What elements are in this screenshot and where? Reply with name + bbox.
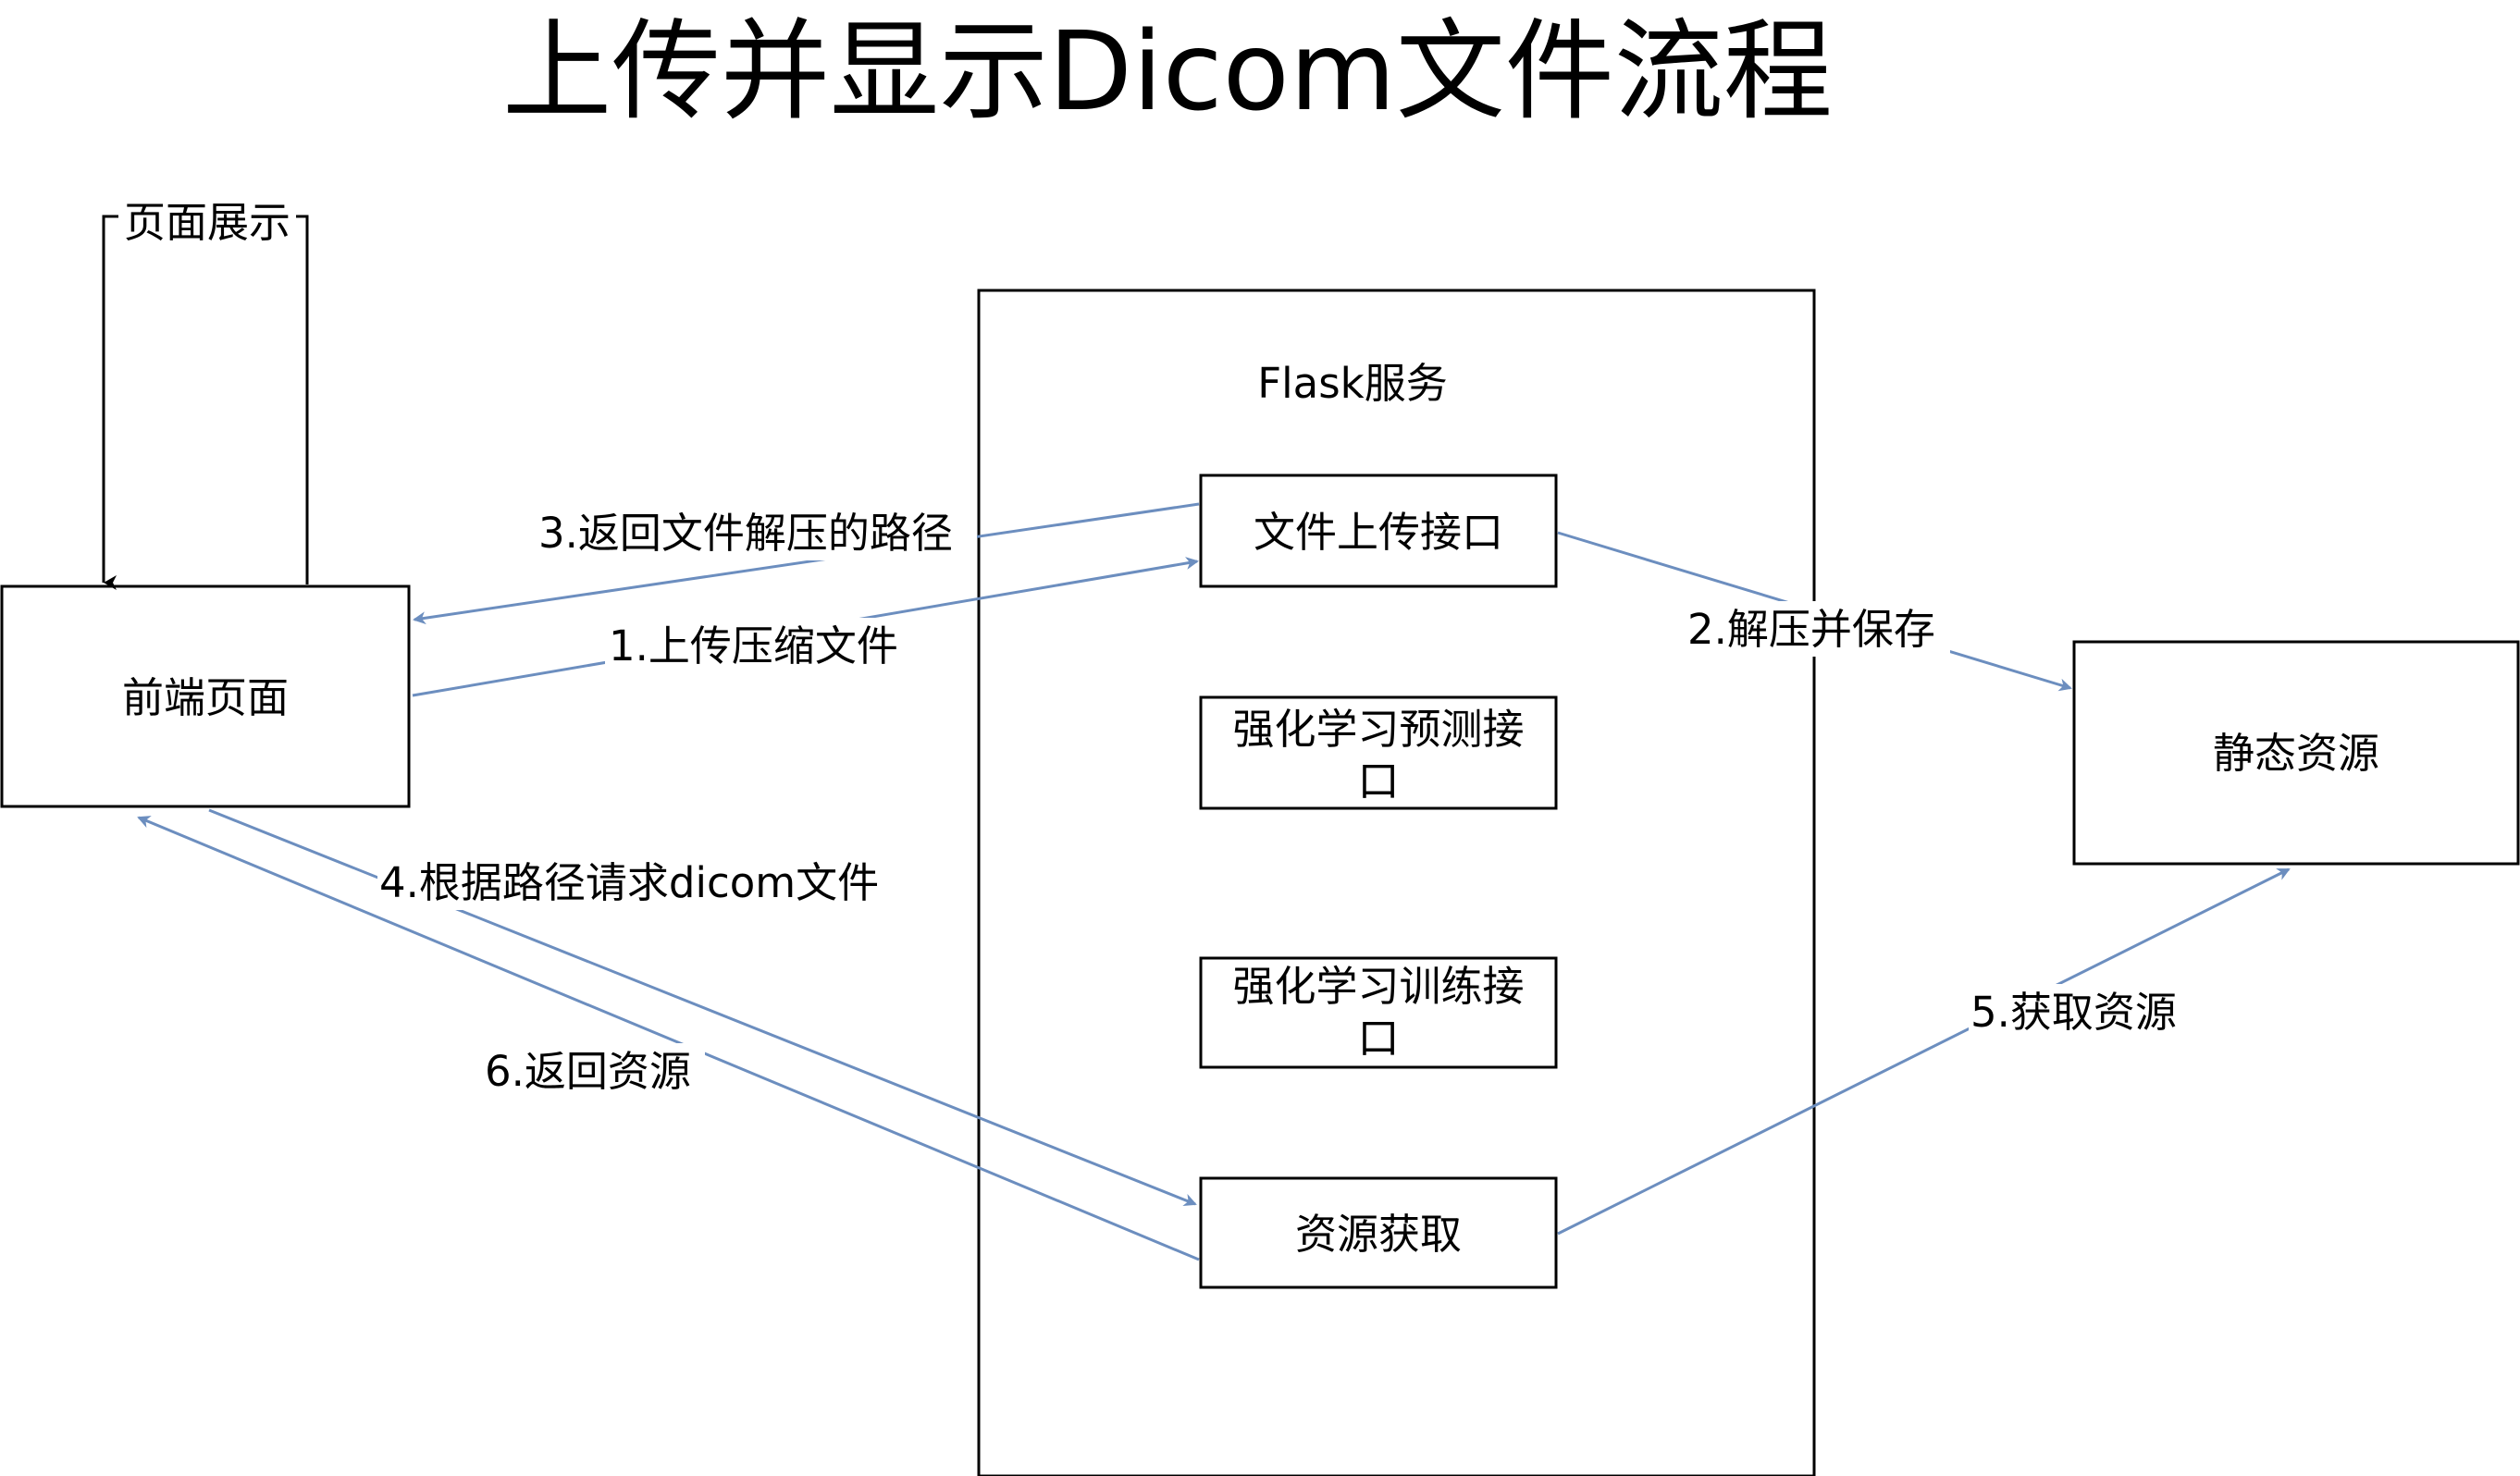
- step3-label: 3.返回文件解压的路径: [538, 509, 953, 558]
- diagram-title: 上传并显示Dicom文件流程: [502, 7, 1833, 135]
- upload-api-label: 文件上传接口: [1254, 508, 1503, 557]
- step4-label: 4.根据路径请求dicom文件: [379, 858, 879, 907]
- step3-arrow: [413, 502, 1200, 625]
- rl-predict-api-label-line1: 强化学习预测接: [1232, 705, 1524, 754]
- rl-train-api-label-line1: 强化学习训练接: [1232, 962, 1524, 1011]
- step4-arrow: [208, 808, 1197, 1207]
- step4-label-bg: [377, 855, 894, 910]
- rl-predict-api-box: [1199, 695, 1558, 810]
- step6-arrow: [137, 816, 1200, 1261]
- rl-train-api-box: [1199, 956, 1558, 1069]
- step2-label: 2.解压并保存: [1687, 605, 1935, 654]
- upload-api-box: [1199, 474, 1558, 588]
- flask-service-label: Flask服务: [1257, 359, 1447, 408]
- page-display-loop-arrow: [102, 215, 309, 590]
- resource-fetch-label: 资源获取: [1295, 1210, 1462, 1259]
- step5-label: 5.获取资源: [1970, 988, 2177, 1037]
- flask-service-container: [977, 289, 1816, 1476]
- step3-label-bg: [537, 505, 977, 560]
- rl-train-api-label-line2: 口: [1357, 1014, 1399, 1063]
- step1-label-bg: [605, 618, 914, 673]
- resource-fetch-box: [1199, 1176, 1558, 1289]
- page-display-label-bg: [118, 196, 296, 248]
- static-resources-box: [2072, 640, 2520, 866]
- step5-label-bg: [1969, 984, 2191, 1039]
- step5-arrow: [1557, 867, 2291, 1236]
- step2-label-bg: [1686, 601, 1950, 657]
- static-resources-label: 静态资源: [2213, 729, 2379, 778]
- step1-label: 1.上传压缩文件: [609, 621, 898, 670]
- frontend-page-label: 前端页面: [122, 673, 289, 722]
- page-display-label: 页面展示: [124, 198, 290, 247]
- rl-predict-api-label-line2: 口: [1357, 756, 1399, 806]
- step6-label: 6.返回资源: [485, 1047, 691, 1096]
- step6-label-bg: [483, 1043, 705, 1099]
- frontend-page-box: [0, 584, 411, 808]
